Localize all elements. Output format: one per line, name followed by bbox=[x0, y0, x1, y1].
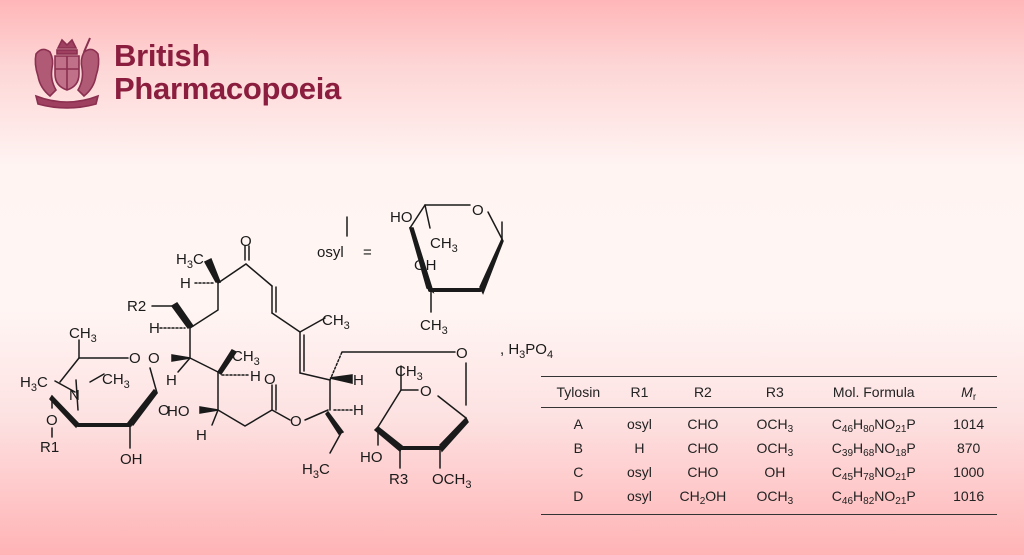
cell-tylosin: B bbox=[573, 440, 583, 456]
table-row: B H CHO OCH3 C39H68NO18P 870 bbox=[541, 436, 997, 460]
svg-text:H3C: H3C bbox=[176, 251, 204, 271]
osyl-label: osyl bbox=[317, 244, 344, 261]
svg-text:H: H bbox=[166, 372, 177, 389]
table-header-row: Tylosin R1 R2 R3 Mol. Formula Mr bbox=[541, 376, 997, 408]
col-r3: R3 bbox=[765, 384, 784, 400]
cell-tylosin: A bbox=[573, 416, 583, 432]
cell-r1: H bbox=[634, 440, 645, 456]
cell-r3: OH bbox=[764, 464, 786, 480]
tylosin-structure-diagram: osyl = HO O CH3 OH CH3 O H3C H R2 H CH3 … bbox=[20, 202, 553, 491]
cell-formula: C46H82NO21P bbox=[831, 488, 916, 507]
svg-text:O: O bbox=[264, 371, 276, 388]
svg-text:O: O bbox=[472, 202, 484, 219]
cell-r3: OCH3 bbox=[756, 488, 794, 507]
cell-mr: 870 bbox=[956, 440, 981, 456]
cell-r1: osyl bbox=[626, 464, 652, 480]
svg-text:H3C: H3C bbox=[302, 461, 330, 481]
col-r1: R1 bbox=[630, 384, 649, 400]
cell-r3: OCH3 bbox=[756, 440, 794, 459]
cell-r1: osyl bbox=[626, 488, 652, 504]
svg-text:O: O bbox=[46, 412, 58, 429]
col-formula: Mol. Formula bbox=[832, 384, 915, 400]
cell-mr: 1016 bbox=[953, 488, 985, 504]
brand-name: British Pharmacopoeia bbox=[114, 39, 341, 105]
svg-text:H: H bbox=[149, 320, 160, 337]
cell-mr: 1014 bbox=[953, 416, 985, 432]
cell-formula: C45H78NO21P bbox=[831, 464, 916, 483]
r3-label: R3 bbox=[389, 471, 408, 488]
svg-text:H3C: H3C bbox=[20, 374, 48, 394]
svg-text:CH3: CH3 bbox=[322, 312, 350, 332]
col-r2: R2 bbox=[693, 384, 712, 400]
atom-labels: osyl = HO O CH3 OH CH3 O H3C H R2 H CH3 … bbox=[20, 202, 553, 491]
salt-label: , H3PO4 bbox=[500, 341, 553, 361]
svg-text:OH: OH bbox=[414, 257, 437, 274]
svg-text:HO: HO bbox=[167, 403, 190, 420]
svg-text:R2: R2 bbox=[127, 298, 146, 315]
cell-r2: CHO bbox=[687, 440, 719, 456]
cell-tylosin: C bbox=[573, 464, 584, 480]
cell-r2: CHO bbox=[687, 416, 719, 432]
col-mr: Mr bbox=[961, 384, 977, 403]
svg-text:H: H bbox=[250, 368, 261, 385]
svg-text:CH3: CH3 bbox=[420, 317, 448, 337]
svg-text:O: O bbox=[158, 402, 170, 419]
svg-text:H: H bbox=[353, 372, 364, 389]
svg-text:O: O bbox=[240, 233, 252, 250]
svg-text:H: H bbox=[180, 275, 191, 292]
cell-r1: osyl bbox=[626, 416, 652, 432]
svg-text:HO: HO bbox=[390, 209, 413, 226]
svg-text:CH3: CH3 bbox=[232, 348, 260, 368]
cell-r3: OCH3 bbox=[756, 416, 794, 435]
svg-text:OH: OH bbox=[120, 451, 143, 468]
brand-line-2: Pharmacopoeia bbox=[114, 71, 341, 106]
svg-text:O: O bbox=[420, 383, 432, 400]
svg-text:O: O bbox=[290, 413, 302, 430]
svg-text:CH3: CH3 bbox=[102, 371, 130, 391]
svg-text:CH3: CH3 bbox=[69, 325, 97, 345]
svg-text:HO: HO bbox=[360, 449, 383, 466]
svg-text:H: H bbox=[196, 427, 207, 444]
svg-text:CH3: CH3 bbox=[395, 363, 423, 383]
cell-r2: CH2OH bbox=[679, 488, 727, 507]
col-tylosin: Tylosin bbox=[556, 384, 601, 400]
tylosin-components-table: Tylosin R1 R2 R3 Mol. Formula Mr A osyl … bbox=[541, 376, 997, 515]
cell-mr: 1000 bbox=[953, 464, 985, 480]
svg-text:OCH3: OCH3 bbox=[432, 471, 471, 491]
r1-label: R1 bbox=[40, 439, 59, 456]
svg-text:H: H bbox=[353, 402, 364, 419]
cell-formula: C39H68NO18P bbox=[831, 440, 916, 459]
table-row: D osyl CH2OH OCH3 C46H82NO21P 1016 bbox=[541, 484, 997, 515]
royal-coat-of-arms-icon bbox=[34, 37, 100, 109]
brand-line-1: British bbox=[114, 38, 211, 73]
table-row: C osyl CHO OH C45H78NO21P 1000 bbox=[541, 460, 997, 484]
cell-tylosin: D bbox=[573, 488, 584, 504]
n-label: N bbox=[69, 387, 80, 404]
cell-formula: C46H80NO21P bbox=[831, 416, 916, 435]
table-row: A osyl CHO OCH3 C46H80NO21P 1014 bbox=[541, 408, 997, 437]
british-pharmacopoeia-logo: British Pharmacopoeia bbox=[28, 34, 341, 110]
svg-text:O: O bbox=[456, 345, 468, 362]
svg-text:CH3: CH3 bbox=[430, 235, 458, 255]
cell-r2: CHO bbox=[687, 464, 719, 480]
equals-sign: = bbox=[363, 244, 372, 261]
svg-text:O: O bbox=[129, 350, 141, 367]
svg-text:O: O bbox=[148, 350, 160, 367]
